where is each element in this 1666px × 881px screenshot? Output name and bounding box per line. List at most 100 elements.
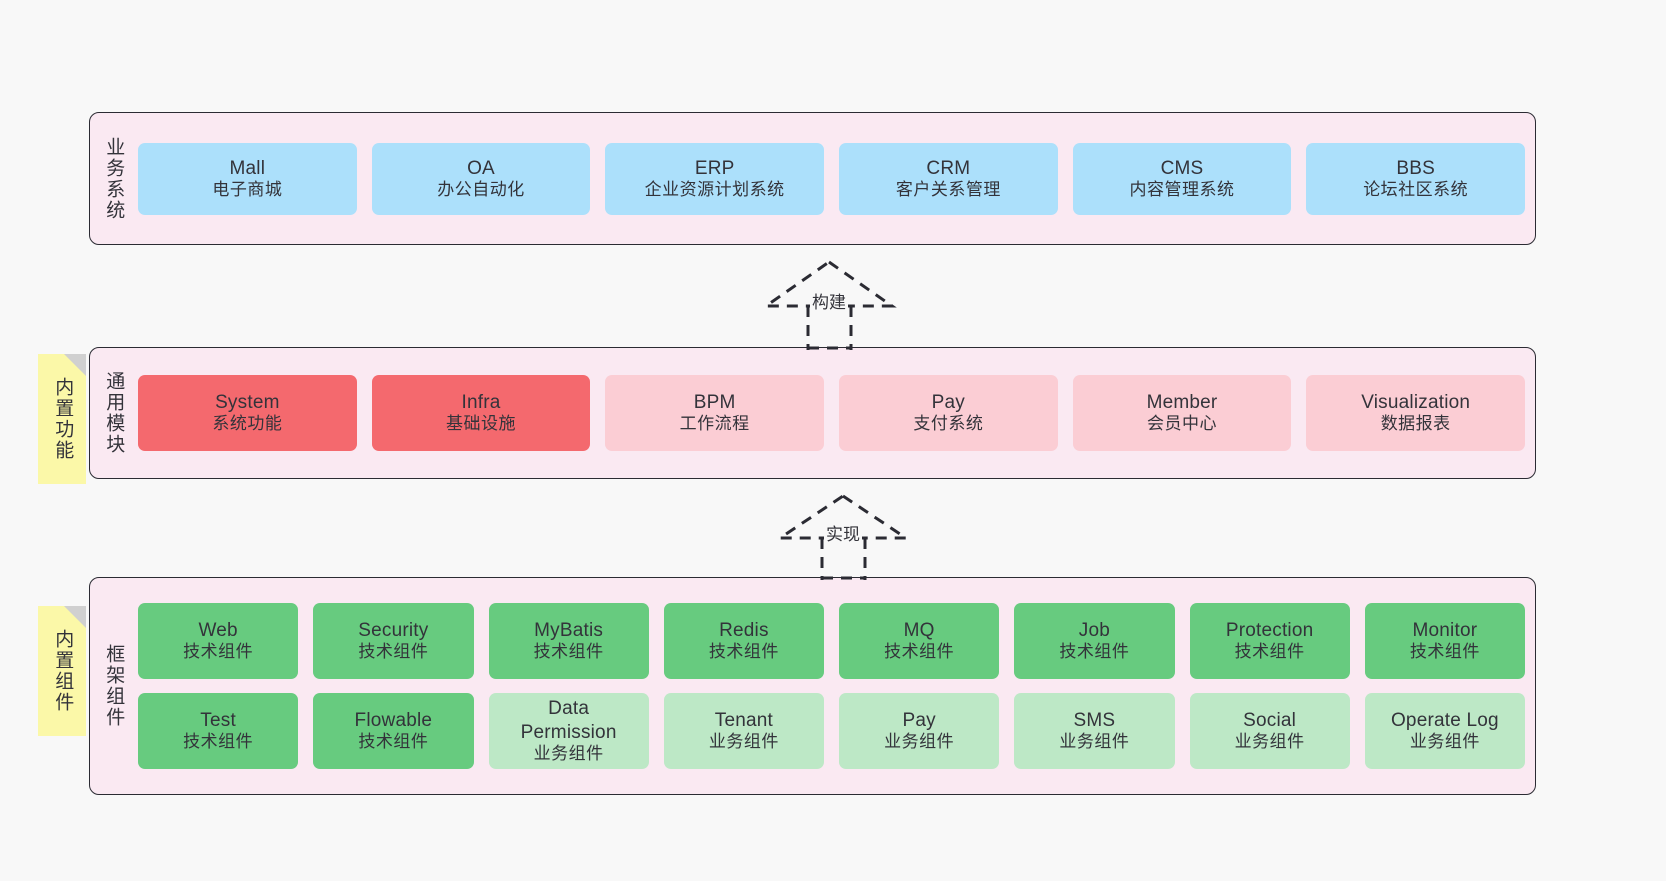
card-title-cn: 技术组件 [183, 642, 254, 662]
card-redis[interactable]: Redis 技术组件 [663, 603, 824, 679]
layer-business-systems: 业务系统 Mall 电子商城 OA 办公自动化 ERP 企业资源计划系统 CRM… [89, 112, 1536, 245]
card-flowable[interactable]: Flowable 技术组件 [313, 693, 474, 769]
card-title-en: Flowable [354, 710, 433, 732]
card-title-cn: 业务组件 [1059, 732, 1130, 752]
card-title-cn: 数据报表 [1380, 414, 1451, 434]
note-builtin-components: 内置组件 [38, 606, 86, 736]
note-builtin-features-label: 内置功能 [52, 377, 74, 461]
layer-title-common-modules: 通用模块 [103, 371, 125, 455]
card-title-en: Infra [461, 392, 501, 414]
card-title-en: Pay [931, 392, 966, 414]
card-security[interactable]: Security 技术组件 [313, 603, 474, 679]
connector-build-label: 构建 [810, 293, 848, 312]
card-title-en: Job [1078, 620, 1110, 642]
card-title-en: CMS [1160, 157, 1204, 179]
card-title-cn: 论坛社区系统 [1363, 179, 1469, 199]
card-protection[interactable]: Protection 技术组件 [1189, 603, 1350, 679]
card-title-en: OA [467, 157, 495, 179]
connector-build: 构建 [752, 258, 908, 350]
layer-framework-components: 框架组件 Web 技术组件 Security 技术组件 MyBatis 技术组件… [89, 577, 1536, 795]
card-pay[interactable]: Pay 支付系统 [839, 375, 1058, 451]
card-title-cn: 技术组件 [533, 642, 604, 662]
card-title-en: CRM [926, 157, 971, 179]
card-title-cn: 内容管理系统 [1129, 179, 1235, 199]
card-title-cn: 业务组件 [533, 743, 604, 763]
card-title-cn: 客户关系管理 [895, 179, 1001, 199]
card-title-cn: 技术组件 [1059, 642, 1130, 662]
card-title-en: Operate Log [1390, 710, 1499, 732]
card-mybatis[interactable]: MyBatis 技术组件 [488, 603, 649, 679]
card-infra[interactable]: Infra 基础设施 [371, 375, 591, 451]
card-title-cn: 技术组件 [708, 642, 779, 662]
card-cms[interactable]: CMS 内容管理系统 [1072, 142, 1292, 215]
layer-body-business-systems: Mall 电子商城 OA 办公自动化 ERP 企业资源计划系统 CRM 客户关系… [136, 113, 1535, 244]
card-monitor[interactable]: Monitor 技术组件 [1364, 603, 1525, 679]
card-title-en: Tenant [714, 710, 773, 732]
card-row-technical: Web 技术组件 Security 技术组件 MyBatis 技术组件 Redi… [138, 603, 1525, 679]
card-title-en: Protection [1225, 620, 1314, 642]
card-title-en: Redis [719, 620, 769, 642]
card-test[interactable]: Test 技术组件 [138, 693, 299, 769]
card-title-cn: 业务组件 [884, 732, 955, 752]
layer-title-framework-components: 框架组件 [103, 644, 125, 728]
card-row: Mall 电子商城 OA 办公自动化 ERP 企业资源计划系统 CRM 客户关系… [138, 142, 1526, 215]
card-system[interactable]: System 系统功能 [138, 375, 357, 451]
card-title-cn: 基础设施 [446, 414, 516, 434]
card-visualization[interactable]: Visualization 数据报表 [1306, 375, 1526, 451]
card-title-en: Monitor [1412, 620, 1478, 642]
card-erp[interactable]: ERP 企业资源计划系统 [605, 142, 825, 215]
card-mall[interactable]: Mall 电子商城 [138, 142, 357, 215]
card-title-cn: 技术组件 [183, 732, 254, 752]
card-job[interactable]: Job 技术组件 [1014, 603, 1175, 679]
card-bpm[interactable]: BPM 工作流程 [605, 375, 825, 451]
card-crm[interactable]: CRM 客户关系管理 [839, 142, 1058, 215]
connector-implement-label: 实现 [824, 525, 862, 544]
card-row: System 系统功能 Infra 基础设施 BPM 工作流程 Pay 支付系统… [138, 375, 1526, 451]
layer-common-modules: 通用模块 System 系统功能 Infra 基础设施 BPM 工作流程 Pay… [89, 347, 1536, 479]
card-title-en: Mall [229, 157, 266, 179]
card-title-cn: 技术组件 [358, 642, 429, 662]
card-title-cn: 技术组件 [1234, 642, 1305, 662]
card-social[interactable]: Social 业务组件 [1189, 693, 1350, 769]
layer-body-common-modules: System 系统功能 Infra 基础设施 BPM 工作流程 Pay 支付系统… [136, 348, 1535, 478]
card-title-en: MyBatis [534, 620, 604, 642]
card-title-cn: 技术组件 [358, 732, 429, 752]
note-fold-corner-icon [64, 354, 86, 376]
card-title-cn: 业务组件 [708, 732, 779, 752]
card-operate-log[interactable]: Operate Log 业务组件 [1364, 693, 1525, 769]
connector-implement: 实现 [766, 492, 922, 580]
card-title-en: ERP [694, 157, 735, 179]
card-title-cn: 电子商城 [212, 179, 283, 199]
card-title-en: Web [198, 620, 238, 642]
card-title-en: SMS [1073, 710, 1116, 732]
card-title-cn: 工作流程 [679, 414, 750, 434]
card-pay-business[interactable]: Pay 业务组件 [839, 693, 1000, 769]
card-member[interactable]: Member 会员中心 [1072, 375, 1292, 451]
card-title-en: BBS [1396, 157, 1435, 179]
card-title-cn: 支付系统 [913, 414, 984, 434]
card-web[interactable]: Web 技术组件 [138, 603, 299, 679]
card-title-en: Data Permission [520, 698, 617, 743]
card-row-business: Test 技术组件 Flowable 技术组件 Data Permission … [138, 693, 1525, 769]
card-title-en: Pay [902, 710, 936, 732]
card-title-en: BPM [693, 392, 736, 414]
card-title-en: MQ [903, 620, 935, 642]
card-data-permission[interactable]: Data Permission 业务组件 [488, 693, 649, 769]
card-title-en: Test [200, 710, 236, 732]
layer-title-business-systems: 业务系统 [103, 136, 125, 221]
card-oa[interactable]: OA 办公自动化 [371, 142, 591, 215]
card-title-cn: 系统功能 [212, 414, 283, 434]
card-tenant[interactable]: Tenant 业务组件 [663, 693, 824, 769]
note-builtin-components-label: 内置组件 [52, 629, 74, 713]
card-mq[interactable]: MQ 技术组件 [839, 603, 1000, 679]
card-title-en: System [215, 392, 280, 414]
card-title-en: Social [1243, 710, 1297, 732]
card-sms[interactable]: SMS 业务组件 [1014, 693, 1175, 769]
card-title-cn: 办公自动化 [437, 179, 525, 199]
layer-body-framework-components: Web 技术组件 Security 技术组件 MyBatis 技术组件 Redi… [136, 578, 1535, 794]
card-title-cn: 技术组件 [1409, 642, 1480, 662]
card-title-en: Visualization [1361, 392, 1471, 414]
card-title-cn: 业务组件 [1234, 732, 1305, 752]
card-bbs[interactable]: BBS 论坛社区系统 [1306, 142, 1526, 215]
